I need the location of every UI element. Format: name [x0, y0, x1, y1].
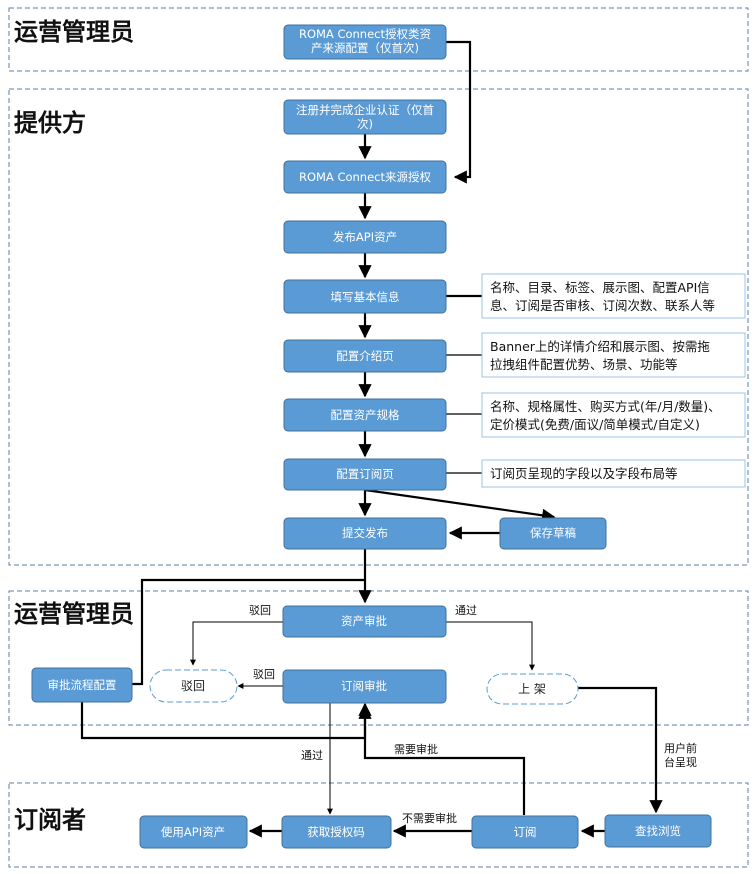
edge-asset-reject	[190, 621, 283, 666]
step-asset-approval[interactable]: 资产审批	[282, 605, 447, 638]
step-asset-approval-label: 资产审批	[341, 614, 387, 628]
note-config-spec: 名称、规格属性、购买方式(年/月/数量)、 定价模式(免费/面议/简单模式/自定…	[481, 392, 746, 438]
edge-source-config-to-auth	[446, 40, 472, 184]
step-approval-flow-config[interactable]: 审批流程配置	[31, 667, 133, 703]
edge-asset-pass	[446, 621, 535, 671]
edge-flowconfig-to-subapproval	[80, 702, 372, 740]
step-get-code-label: 获取授权码	[307, 825, 365, 839]
note-config-intro-line2: 拉拽组件配置优势、场景、功能等	[490, 357, 678, 372]
step-config-intro-label: 配置介绍页	[336, 349, 394, 363]
step-config-spec-label: 配置资产规格	[331, 408, 400, 422]
note-fill-info-line1: 名称、目录、标签、展示图、配置API信	[490, 280, 710, 295]
note-config-sub-page-line1: 订阅页呈现的字段以及字段布局等	[490, 466, 678, 481]
edge-subpage-to-draft	[364, 488, 556, 522]
terminal-on-shelf-label: 上 架	[518, 682, 546, 696]
note-config-sub-page: 订阅页呈现的字段以及字段布局等	[481, 459, 746, 488]
step-submit-label: 提交发布	[342, 526, 388, 540]
step-source-config[interactable]: ROMA Connect授权类资 产来源配置（仅首次)	[283, 24, 447, 60]
step-config-sub-page[interactable]: 配置订阅页	[283, 458, 447, 491]
step-sub-approval-label: 订阅审批	[341, 679, 387, 693]
step-browse-label: 查找浏览	[635, 824, 681, 838]
step-source-config-line1: ROMA Connect授权类资	[299, 27, 431, 41]
step-config-spec[interactable]: 配置资产规格	[283, 398, 447, 432]
lane-title-subscriber: 订阅者	[14, 806, 86, 834]
lane-ops-top: 运营管理员	[8, 7, 749, 72]
step-subscribe[interactable]: 订阅	[471, 815, 579, 849]
step-source-auth-label: ROMA Connect来源授权	[299, 170, 432, 184]
edge-label-frontend-line2: 台呈现	[664, 755, 697, 769]
edge-flowconfig-to-approval	[132, 578, 365, 686]
step-get-code[interactable]: 获取授权码	[281, 815, 392, 849]
note-config-spec-line2: 定价模式(免费/面议/简单模式/自定义)	[490, 417, 700, 432]
step-approval-flow-config-label: 审批流程配置	[48, 678, 117, 692]
lane-title-ops-mid: 运营管理员	[14, 600, 134, 628]
step-config-sub-page-label: 配置订阅页	[336, 467, 394, 481]
step-save-draft[interactable]: 保存草稿	[499, 517, 607, 550]
step-config-intro[interactable]: 配置介绍页	[283, 339, 447, 373]
terminal-reject[interactable]: 驳回	[149, 669, 238, 703]
step-subscribe-label: 订阅	[514, 825, 537, 839]
step-source-config-line2: 产来源配置（仅首次)	[311, 41, 419, 55]
lane-ops-mid: 运营管理员	[8, 590, 749, 726]
step-publish-api-label: 发布API资产	[333, 230, 397, 244]
step-register-line2: 次)	[357, 117, 373, 131]
step-save-draft-label: 保存草稿	[530, 526, 576, 540]
step-use-api-label: 使用API资产	[161, 825, 225, 839]
edge-label-frontend-line1: 用户前	[664, 741, 697, 755]
edge-need-approval	[358, 705, 526, 815]
edge-shelf-to-browse	[578, 686, 663, 814]
lane-title-ops-top: 运营管理员	[14, 18, 134, 46]
terminal-reject-label: 驳回	[181, 679, 205, 693]
step-register-line1: 注册并完成企业认证（仅首	[296, 103, 434, 117]
connectors	[80, 40, 663, 838]
edge-label-reject-2: 驳回	[253, 668, 275, 681]
step-publish-api[interactable]: 发布API资产	[283, 220, 447, 254]
edge-label-need-approval: 需要审批	[394, 742, 438, 756]
step-fill-info[interactable]: 填写基本信息	[283, 279, 447, 314]
lane-subscriber: 订阅者	[8, 782, 749, 868]
lane-title-provider: 提供方	[14, 109, 86, 137]
step-use-api[interactable]: 使用API资产	[139, 815, 248, 849]
edge-label-reject-1: 驳回	[249, 604, 271, 617]
note-config-intro: Banner上的详情介绍和展示图、按需拖 拉拽组件配置优势、场景、功能等	[481, 332, 746, 378]
step-register[interactable]: 注册并完成企业认证（仅首 次)	[283, 99, 447, 135]
edge-label-no-approval: 不需要审批	[402, 811, 457, 825]
edge-label-pass-2: 通过	[301, 749, 323, 762]
lane-provider: 提供方	[8, 88, 749, 566]
terminal-on-shelf[interactable]: 上 架	[486, 673, 579, 705]
note-config-intro-line1: Banner上的详情介绍和展示图、按需拖	[490, 339, 710, 354]
step-submit[interactable]: 提交发布	[283, 517, 447, 550]
step-source-auth[interactable]: ROMA Connect来源授权	[283, 160, 447, 194]
note-config-spec-line1: 名称、规格属性、购买方式(年/月/数量)、	[490, 399, 721, 414]
step-fill-info-label: 填写基本信息	[331, 290, 400, 304]
note-fill-info: 名称、目录、标签、展示图、配置API信 息、订阅是否审核、订阅次数、联系人等	[481, 273, 746, 319]
edge-label-pass-1: 通过	[455, 604, 477, 617]
step-sub-approval[interactable]: 订阅审批	[282, 669, 447, 704]
step-browse[interactable]: 查找浏览	[604, 814, 712, 848]
note-fill-info-line2: 息、订阅是否审核、订阅次数、联系人等	[490, 298, 715, 313]
